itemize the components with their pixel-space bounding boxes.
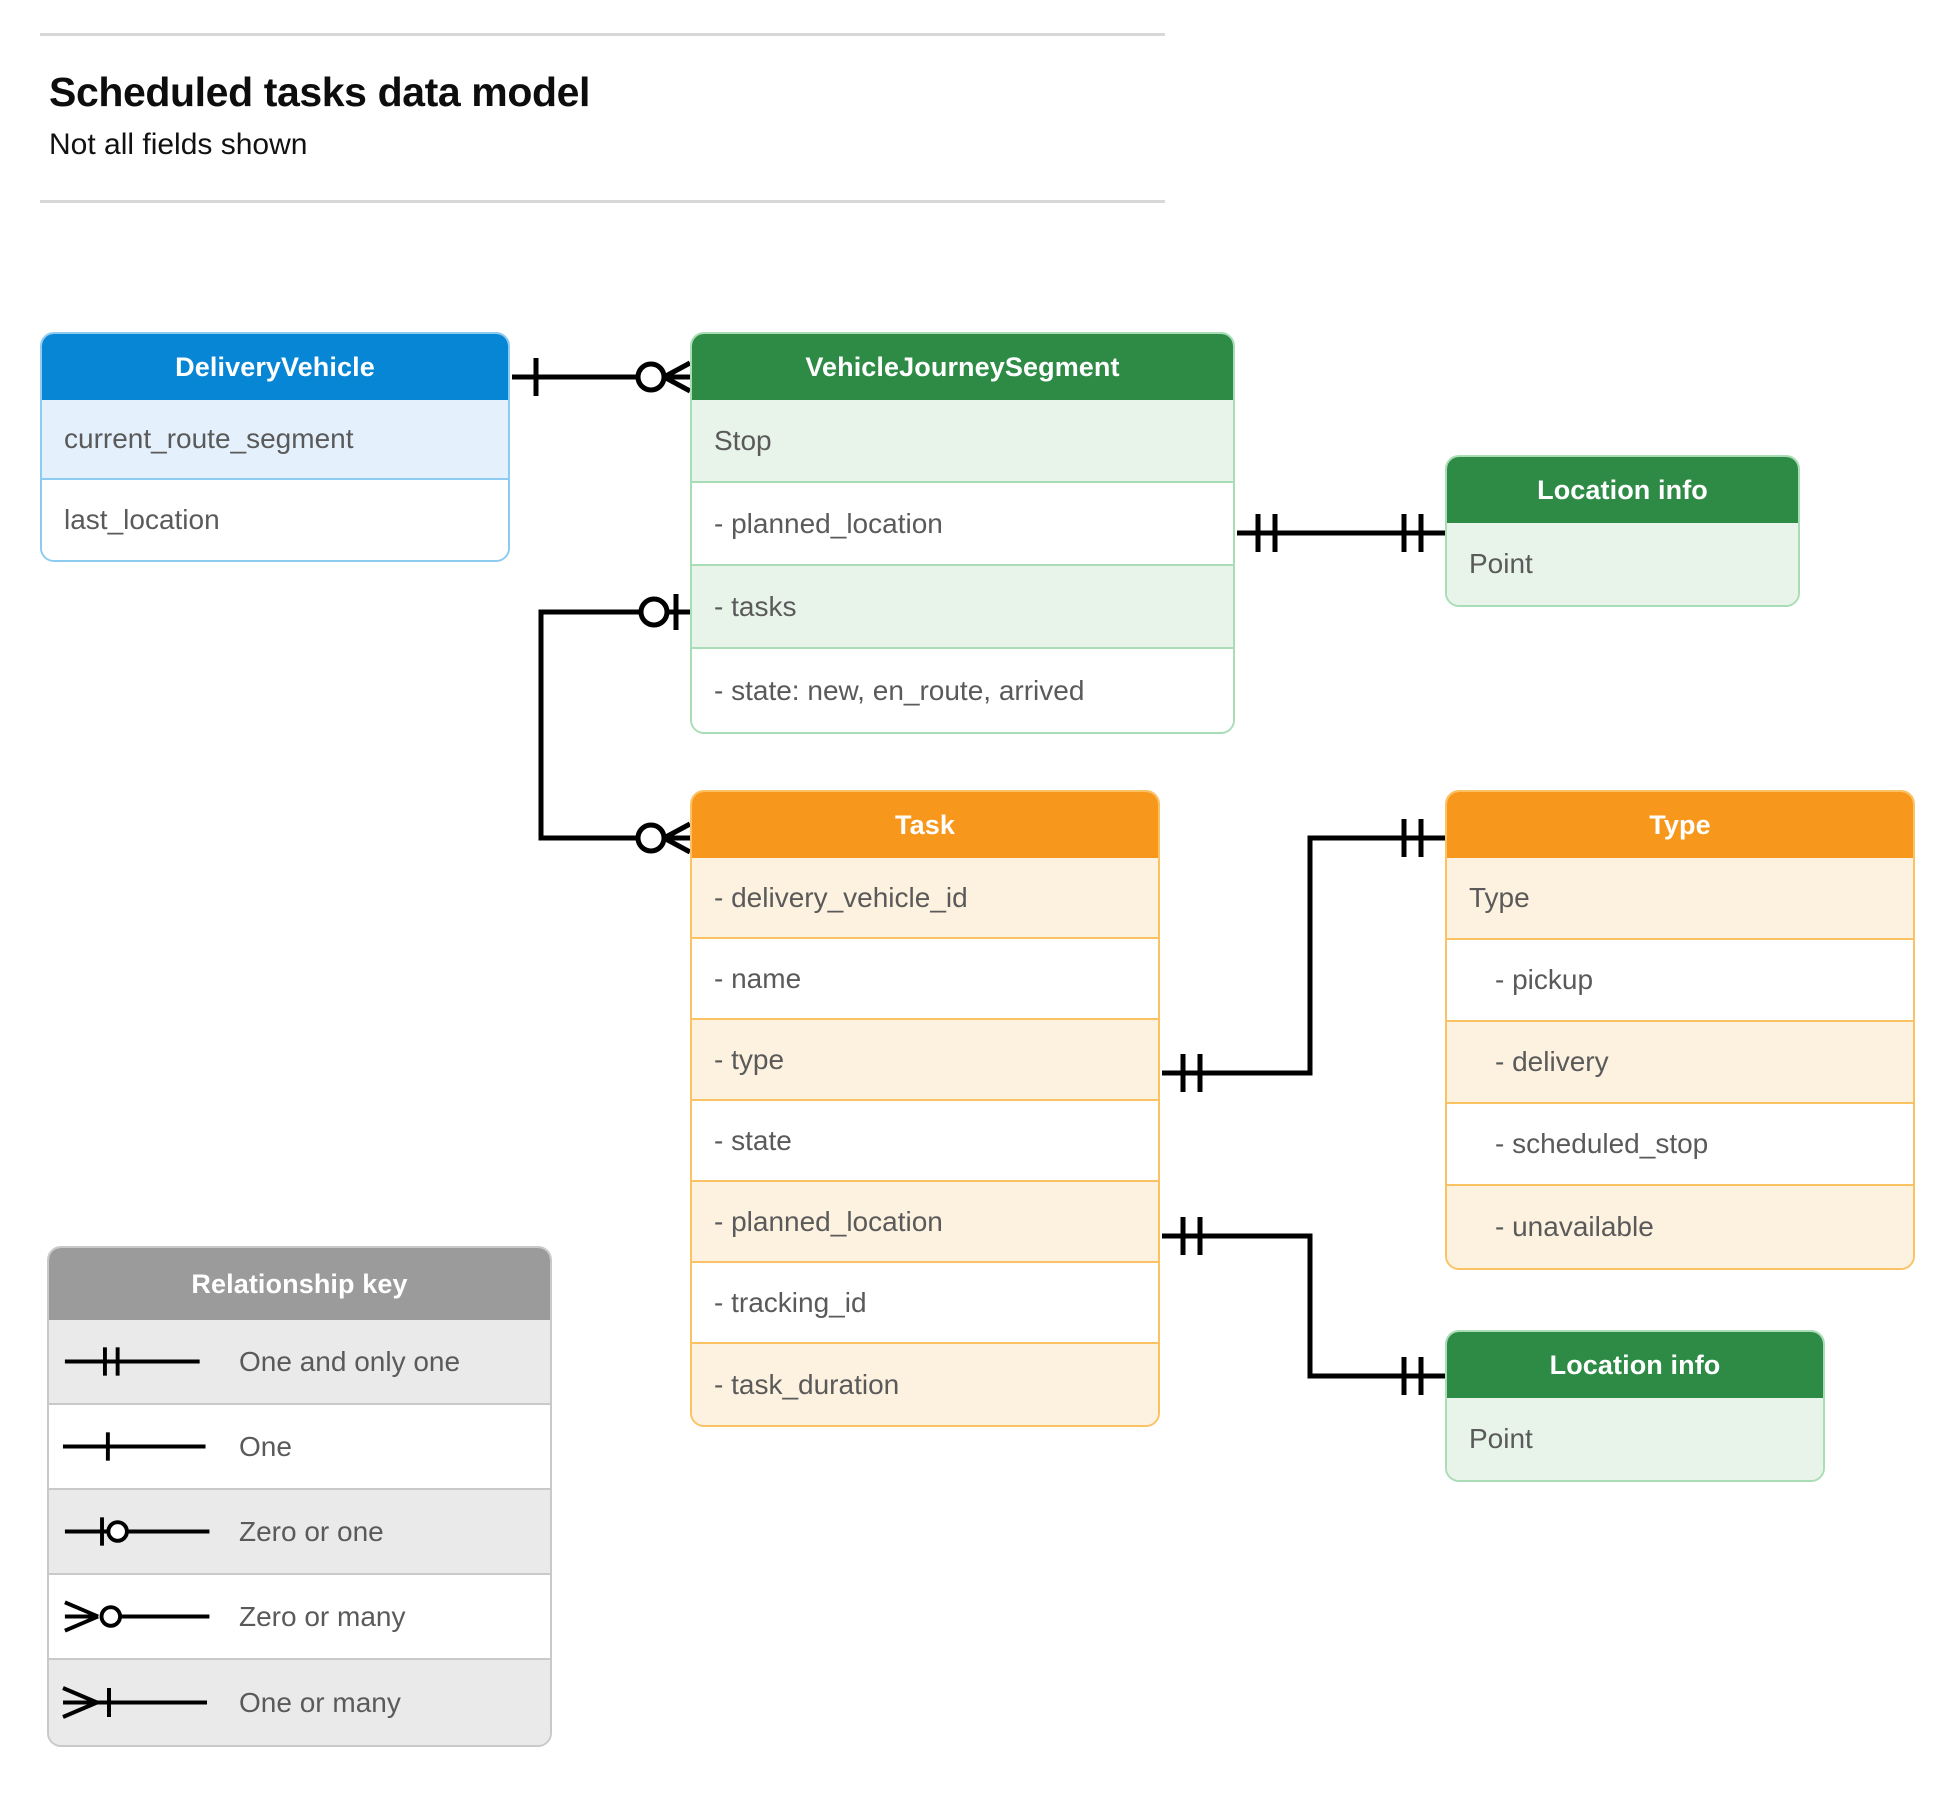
field-state-task: - state	[692, 1101, 1158, 1182]
legend-label-zero-or-one: Zero or one	[239, 1515, 384, 1547]
entity-title-vehicle-journey-segment: VehicleJourneySegment	[692, 334, 1233, 400]
field-point-bottom: Point	[1447, 1398, 1823, 1480]
field-type-delivery: - delivery	[1447, 1022, 1913, 1104]
entity-delivery-vehicle[interactable]: DeliveryVehicle current_route_segment la…	[40, 332, 510, 562]
field-state: - state: new, en_route, arrived	[692, 649, 1233, 732]
field-type-unavailable: - unavailable	[1447, 1186, 1913, 1268]
field-name: - name	[692, 939, 1158, 1020]
entity-title-task: Task	[692, 792, 1158, 858]
field-tracking-id: - tracking_id	[692, 1263, 1158, 1344]
wire-task-locinfo	[1162, 1233, 1445, 1379]
entity-task[interactable]: Task - delivery_vehicle_id - name - type…	[690, 790, 1160, 1427]
one-or-many-icon	[62, 1686, 207, 1719]
legend-item-one-or-many: One or many	[49, 1660, 550, 1745]
legend-item-zero-or-many: Zero or many	[49, 1575, 550, 1660]
entity-title-location-info-top: Location info	[1447, 457, 1798, 523]
field-tasks: - tasks	[692, 566, 1233, 649]
field-planned-location-task: - planned_location	[692, 1182, 1158, 1263]
legend-item-zero-or-one: Zero or one	[49, 1490, 550, 1575]
entity-location-info-bottom[interactable]: Location info Point	[1445, 1330, 1825, 1482]
entity-title-delivery-vehicle: DeliveryVehicle	[42, 334, 508, 400]
field-current-route-segment: current_route_segment	[42, 400, 508, 480]
legend-item-one-and-only-one: One and only one	[49, 1320, 550, 1405]
legend-label-zero-or-many: Zero or many	[239, 1600, 406, 1632]
page-subtitle: Not all fields shown	[49, 128, 308, 161]
wire-vjs-task	[538, 609, 690, 841]
entity-title-location-info-bottom: Location info	[1447, 1332, 1823, 1398]
field-delivery-vehicle-id: - delivery_vehicle_id	[692, 858, 1158, 939]
legend-title: Relationship key	[49, 1248, 550, 1320]
header-divider-bottom	[40, 200, 1165, 203]
legend-label-one-and-only-one: One and only one	[239, 1345, 461, 1377]
legend-label-one: One	[239, 1430, 292, 1462]
entity-type[interactable]: Type Type - pickup - delivery - schedule…	[1445, 790, 1915, 1270]
one-icon	[62, 1432, 206, 1461]
entity-location-info-top[interactable]: Location info Point	[1445, 455, 1800, 607]
field-type-scheduled-stop: - scheduled_stop	[1447, 1104, 1913, 1186]
wire-task-type	[1162, 835, 1445, 1076]
zero-or-one-icon	[64, 1517, 210, 1546]
legend-label-one-or-many: One or many	[239, 1686, 401, 1718]
relationship-key-legend[interactable]: Relationship key One and only one One	[47, 1246, 552, 1747]
entity-vehicle-journey-segment[interactable]: VehicleJourneySegment Stop - planned_loc…	[690, 332, 1235, 734]
field-type: - type	[692, 1020, 1158, 1101]
legend-item-one: One	[49, 1405, 550, 1490]
field-type-label: Type	[1447, 858, 1913, 940]
field-type-pickup: - pickup	[1447, 940, 1913, 1022]
entity-title-type: Type	[1447, 792, 1913, 858]
header-divider-top	[40, 33, 1165, 36]
field-planned-location: - planned_location	[692, 483, 1233, 566]
field-point-top: Point	[1447, 523, 1798, 605]
one-and-only-one-icon	[64, 1347, 200, 1376]
field-task-duration: - task_duration	[692, 1344, 1158, 1425]
page-title: Scheduled tasks data model	[49, 69, 590, 115]
zero-or-many-icon	[64, 1600, 210, 1633]
field-last-location: last_location	[42, 480, 508, 560]
field-stop: Stop	[692, 400, 1233, 483]
